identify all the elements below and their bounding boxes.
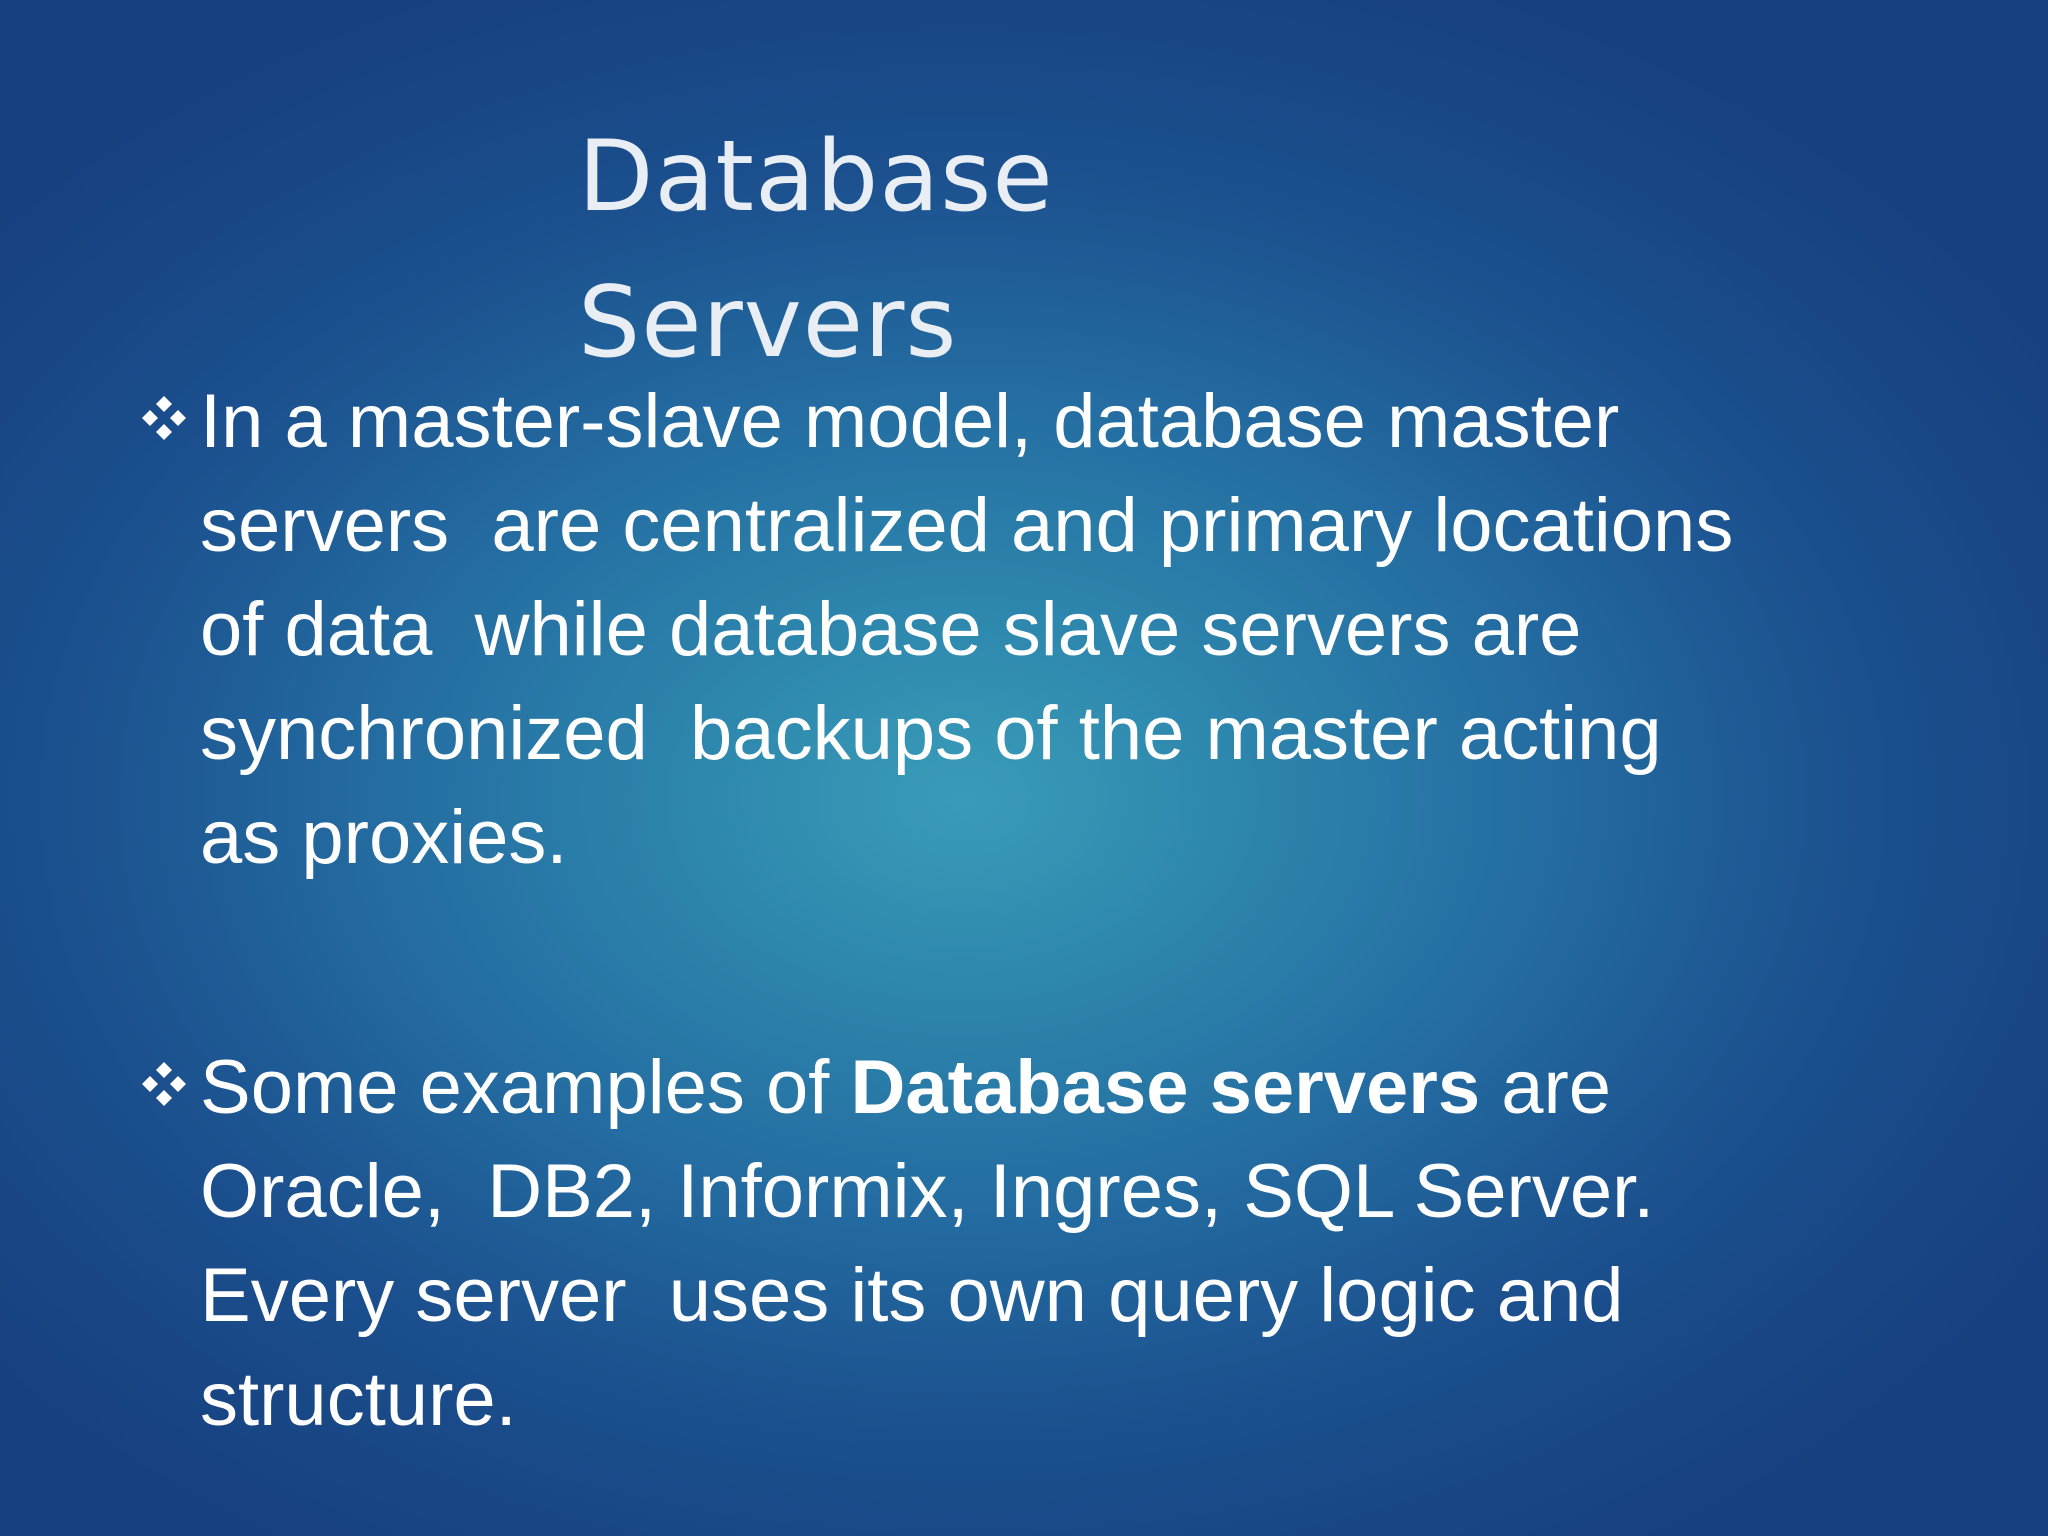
bullet-text-segment: are	[1480, 1045, 1612, 1130]
bullet-line: In a master-slave model, database master	[200, 379, 1620, 464]
bullet-line: servers are centralized and primary loca…	[200, 483, 1734, 568]
four-diamond-bullet-icon	[142, 396, 186, 440]
bullet-item-master-slave: In a master-slave model, database master…	[132, 370, 1992, 890]
bullet-item-examples: Some examples of Database servers are Or…	[132, 1036, 1992, 1452]
bullet-line: Some examples of Database servers are	[200, 1036, 1992, 1140]
bullet-text-examples: Some examples of Database servers are Or…	[200, 1036, 1992, 1452]
bullet-line: of data while database slave servers are	[200, 587, 1582, 672]
slide-title-line-1: Database	[578, 120, 1054, 234]
bullet-line: Every server uses its own query logic an…	[200, 1253, 1624, 1338]
bullet-line: structure.	[200, 1357, 517, 1442]
four-diamond-bullet-icon	[142, 1062, 186, 1106]
bullet-line: as proxies.	[200, 795, 568, 880]
bullet-line: Oracle, DB2, Informix, Ingres, SQL Serve…	[200, 1149, 1655, 1234]
bullet-line: synchronized backups of the master actin…	[200, 691, 1662, 776]
emphasis-database-servers: Database servers	[850, 1045, 1481, 1130]
bullet-text-segment: Some examples of	[200, 1045, 851, 1130]
bullet-text-master-slave: In a master-slave model, database master…	[200, 370, 1992, 890]
slide-title-line-2: Servers	[578, 266, 958, 380]
